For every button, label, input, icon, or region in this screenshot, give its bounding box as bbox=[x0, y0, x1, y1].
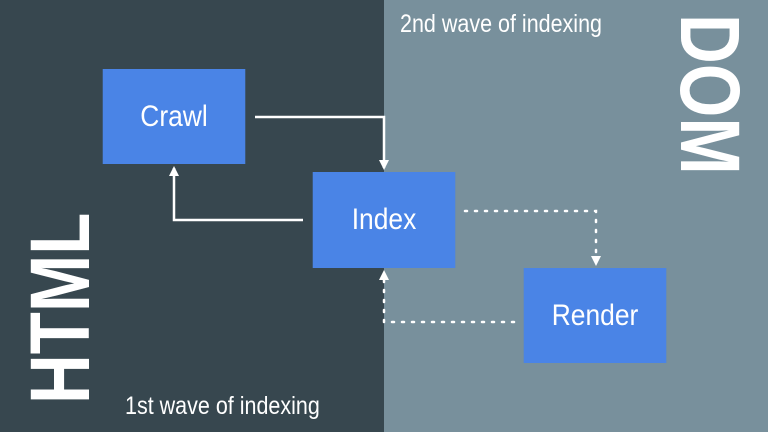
index-node: Index bbox=[312, 172, 456, 268]
first-wave-label: 1st wave of indexing bbox=[125, 392, 320, 420]
edge-render-to-index bbox=[379, 270, 516, 324]
dom-vertical-label: DOM bbox=[663, 14, 757, 175]
render-node: Render bbox=[523, 268, 667, 363]
crawl-node-label: Crawl bbox=[140, 99, 208, 133]
html-vertical-label: HTML bbox=[13, 212, 107, 404]
render-node-label: Render bbox=[551, 298, 639, 332]
edge-crawl-to-index bbox=[255, 115, 389, 170]
crawl-node: Crawl bbox=[102, 69, 246, 164]
edge-index-to-render bbox=[463, 209, 601, 266]
edge-index-to-crawl bbox=[169, 166, 303, 222]
second-wave-label: 2nd wave of indexing bbox=[400, 10, 603, 38]
index-node-label: Index bbox=[351, 203, 417, 236]
